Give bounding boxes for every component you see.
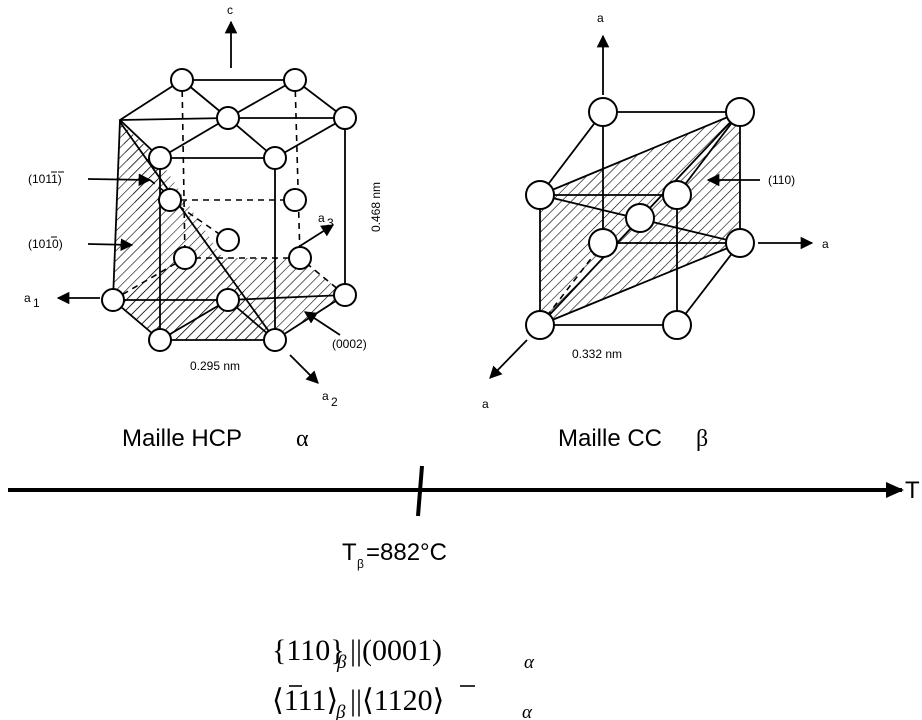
transus-tick: [416, 465, 424, 517]
hcp-a3-arrow: [299, 224, 335, 247]
temperature-axis-arrowhead: [886, 482, 904, 498]
plane-relation: {110} β ||(0001) α: [272, 634, 535, 673]
bcc-cell: a a a (110) 0.332 nm: [482, 11, 829, 411]
hcp-title: Maille HCP: [122, 425, 242, 452]
hcp-a2-sub: 2: [331, 395, 338, 409]
hcp-cell: c a 1 a 2 a 3 (1011) (1010) (0002) 0.295…: [24, 3, 383, 409]
hcp-basal-label: (0002): [332, 337, 367, 351]
hcp-prism-label: (1010): [28, 237, 63, 251]
hcp-a1-label: a: [24, 291, 31, 305]
direction-relation-right-sub: α: [522, 702, 533, 720]
bcc-bottom-axis-label: a: [482, 397, 489, 411]
hcp-basal-arrow: [303, 311, 341, 336]
bcc-a-dimension: 0.332 nm: [572, 347, 622, 361]
plane-relation-mid: ||(0001): [350, 634, 442, 667]
bcc-title: Maille CC: [558, 425, 662, 452]
hcp-a3-label: a: [318, 211, 325, 225]
direction-relation-mid: ||⟨1120⟩: [350, 684, 444, 717]
bcc-title-symbol: β: [696, 426, 708, 452]
hcp-c-label: c: [227, 3, 233, 17]
direction-relation-left-sub: β: [335, 702, 346, 720]
bcc-bottom-axis-arrow: [489, 339, 528, 379]
transus-sub: β: [357, 557, 364, 571]
hcp-a1-sub: 1: [33, 296, 40, 310]
hcp-c-dimension: 0.468 nm: [369, 182, 383, 232]
hcp-a-dimension: 0.295 nm: [190, 359, 240, 373]
direction-relation: ⟨111⟩ β ||⟨1120⟩ α: [272, 684, 533, 720]
hcp-prism-arrow: [87, 238, 134, 252]
bcc-plane-label: (110): [768, 173, 795, 187]
plane-relation-right-sub: α: [524, 652, 535, 673]
temperature-axis-label: T: [905, 477, 920, 504]
direction-relation-left: ⟨111⟩: [272, 684, 338, 717]
hcp-a2-arrow: [289, 354, 319, 384]
hcp-a3-sub: 3: [327, 216, 334, 230]
transus-value: =882°C: [366, 539, 447, 566]
plane-relation-left-sub: β: [336, 652, 347, 673]
bcc-right-axis-label: a: [822, 237, 829, 251]
bcc-top-axis-label: a: [597, 11, 604, 25]
hcp-pyramidal-label: (1011): [28, 172, 62, 186]
hcp-a2-label: a: [322, 389, 329, 403]
hcp-title-symbol: α: [296, 426, 309, 452]
hcp-pyramidal-arrow: [87, 173, 152, 187]
plane-relation-left: {110}: [272, 634, 345, 667]
transus-label: T: [342, 539, 357, 566]
